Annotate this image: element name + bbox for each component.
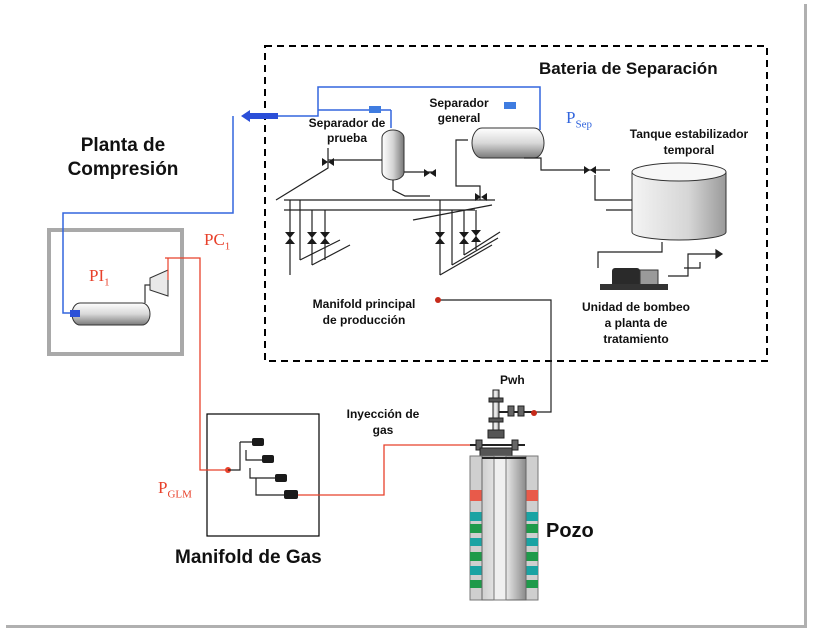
battery-title: Bateria de Separación [539, 59, 718, 78]
tank-label: Tanque estabilizador temporal [614, 126, 764, 158]
red-gas-line-injection [298, 444, 470, 496]
compression-vessel [71, 302, 151, 326]
pi1-sub: 1 [104, 276, 110, 289]
production-manifold-label: Manifold principal de producción [294, 296, 434, 328]
compressor-pipe [144, 284, 150, 303]
tank-top [631, 162, 727, 182]
tank-line1: Tanque estabilizador [629, 127, 749, 141]
test-separator-line2: prueba [326, 131, 367, 145]
gas-manifold-box [206, 413, 320, 537]
battery-boundary [264, 45, 768, 362]
pglm-sub: GLM [167, 488, 192, 501]
blue-line-top [270, 86, 541, 130]
stabilizer-tank [631, 172, 727, 241]
general-separator-vessel [471, 127, 545, 159]
pglm-main: P [158, 478, 168, 497]
blue-valve-2 [504, 102, 516, 109]
blue-valve-1 [369, 106, 381, 113]
pump-body [639, 269, 659, 287]
pump-motor [612, 268, 640, 288]
compression-plant-line2: Compresión [67, 159, 179, 180]
outer-frame [6, 4, 807, 628]
production-manifold-line2: de producción [322, 313, 406, 327]
gas-injection-line1: Inyección de [346, 407, 420, 421]
pump-unit-line2: a planta de [604, 316, 668, 330]
test-separator-label: Separador de prueba [297, 116, 397, 146]
pump-unit-label: Unidad de bombeo a planta de tratamiento [566, 299, 706, 347]
psep-label: PSep [566, 108, 592, 130]
pglm-label: PGLM [158, 478, 192, 500]
pwh-label: Pwh [500, 373, 525, 387]
pi-valve [70, 310, 80, 317]
gas-manifold-lines [228, 441, 284, 496]
pump-unit-line3: tratamiento [603, 332, 669, 346]
compression-plant-label: Planta de Compresión [48, 134, 198, 182]
psep-sub: Sep [575, 118, 592, 131]
pump-unit-line1: Unidad de bombeo [582, 300, 690, 314]
test-separator-line1: Separador de [308, 116, 386, 130]
gas-manifold-label: Manifold de Gas [175, 547, 322, 568]
psep-main: P [566, 108, 576, 127]
pc1-label: PC1 [204, 230, 230, 252]
general-separator-label: Separador general [418, 96, 500, 126]
gas-flow-arrow [241, 110, 278, 122]
general-separator-line2: general [437, 111, 481, 125]
pump-base [600, 284, 668, 290]
production-manifold-line1: Manifold principal [312, 297, 416, 311]
battery-valves [285, 158, 596, 244]
manifold-red-dot [435, 297, 441, 303]
red-gas-line-main [165, 257, 228, 471]
compression-plant-line1: Planta de [80, 135, 166, 156]
blue-gas-line [62, 116, 234, 314]
gas-manifold-valves [252, 438, 298, 499]
general-separator-line1: Separador [429, 96, 489, 110]
pc1-sub: 1 [224, 240, 231, 253]
pi1-label: PI1 [89, 266, 110, 288]
gas-injection-label: Inyección de gas [338, 406, 428, 438]
compression-plant-box [47, 228, 184, 356]
wellhead [470, 389, 537, 457]
pi1-main: PI [89, 266, 105, 285]
pc1-main: PC [204, 230, 225, 249]
well-label: Pozo [546, 520, 594, 542]
well-casing [469, 455, 539, 601]
gas-injection-line2: gas [372, 423, 394, 437]
compressor [149, 269, 169, 297]
tank-line2: temporal [663, 143, 715, 157]
